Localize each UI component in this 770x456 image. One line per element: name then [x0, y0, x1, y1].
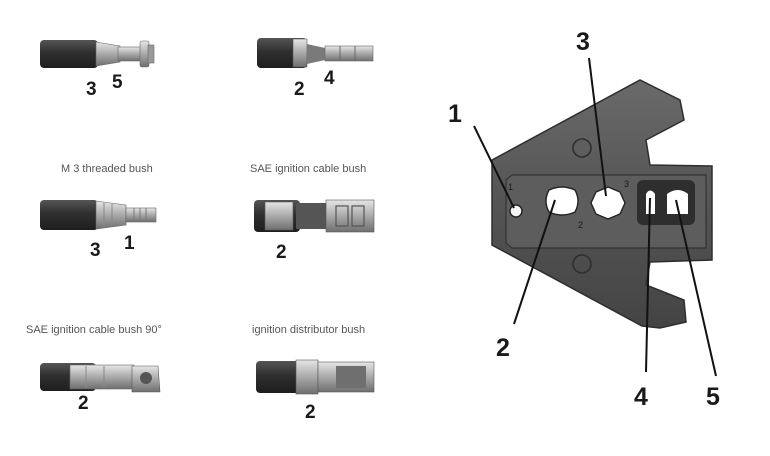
die-engraving-1: 1: [508, 182, 514, 192]
die-engraving-2: 2: [578, 220, 584, 230]
leader-line-1: [473, 125, 515, 209]
terminal-caption: SAE ignition cable bush: [250, 163, 367, 175]
terminal-label: 3: [90, 240, 101, 261]
leader-line-3: [588, 57, 607, 197]
terminal-label: 1: [124, 233, 135, 254]
die-callout-4: 4: [634, 383, 648, 411]
die-callout-5: 5: [706, 383, 720, 411]
terminal-label: 5: [112, 72, 123, 93]
die-callout-3: 3: [576, 28, 590, 56]
terminal-label: 2: [276, 242, 287, 263]
terminal-label: 3: [86, 79, 97, 100]
die-engraving-3: 3: [624, 179, 630, 189]
terminal-label: 2: [294, 79, 305, 100]
terminal-1-illustration: [40, 40, 155, 68]
terminal-caption: M 3 threaded bush: [61, 163, 153, 175]
die-callout-1: 1: [448, 100, 462, 128]
terminal-label: 2: [305, 402, 316, 423]
terminal-3-illustration: [40, 200, 157, 230]
terminal-2-illustration: [257, 38, 374, 68]
terminal-caption: ignition distributor bush: [252, 324, 366, 336]
terminal-5-illustration: [40, 363, 161, 393]
terminal-label: 4: [324, 68, 335, 89]
terminal-4-illustration: [254, 199, 375, 233]
die-callout-2: 2: [496, 334, 510, 362]
leader-line-5: [675, 199, 717, 377]
leader-line-4: [645, 197, 651, 373]
terminal-6-illustration: [256, 359, 375, 395]
terminal-label: 2: [78, 393, 89, 414]
leader-line-2: [513, 199, 556, 325]
terminal-caption: SAE ignition cable bush 90°: [26, 324, 162, 336]
callout-lines: [473, 57, 717, 377]
crimp-die: [491, 79, 713, 329]
